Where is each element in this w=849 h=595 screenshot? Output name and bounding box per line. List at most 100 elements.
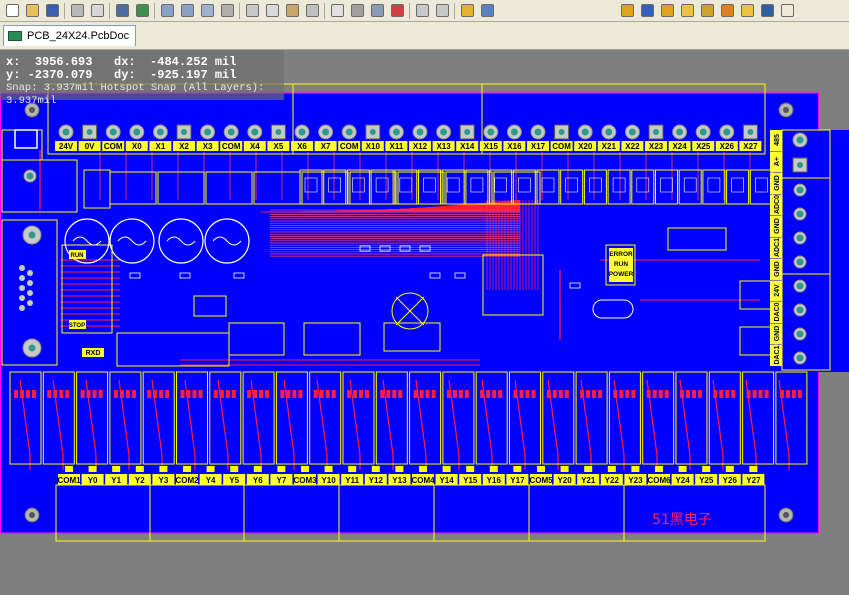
top-terminal-pad-hole bbox=[629, 129, 636, 136]
relay-smd-pad bbox=[698, 390, 702, 398]
place-via-button[interactable] bbox=[677, 1, 697, 21]
interactive-route-button[interactable] bbox=[617, 1, 637, 21]
relay-smd-pad bbox=[286, 390, 290, 398]
x-label: x: bbox=[6, 55, 20, 69]
copy-button[interactable] bbox=[262, 1, 282, 21]
undo-icon bbox=[416, 4, 429, 17]
top-terminal-label: X10 bbox=[366, 142, 381, 151]
browse-component-icon bbox=[481, 4, 494, 17]
db9-pin bbox=[19, 285, 25, 291]
place-string-button[interactable] bbox=[757, 1, 777, 21]
top-terminal-label: X14 bbox=[460, 142, 475, 151]
place-fill-button[interactable] bbox=[737, 1, 757, 21]
browse-component-button[interactable] bbox=[477, 1, 497, 21]
dy-label: dy: bbox=[114, 68, 136, 82]
bottom-terminal-label: Y15 bbox=[463, 476, 478, 485]
top-terminal-label: X16 bbox=[507, 142, 522, 151]
top-terminal-pad-hole bbox=[370, 129, 376, 135]
relay-smd-pad bbox=[99, 390, 103, 398]
bottom-terminal-smd-pad bbox=[702, 466, 710, 472]
relay-smd-pad bbox=[114, 390, 118, 398]
redo-button[interactable] bbox=[432, 1, 452, 21]
relay-smd-pad bbox=[725, 390, 729, 398]
top-terminal-pad-hole bbox=[700, 129, 707, 136]
print-preview-button[interactable] bbox=[87, 1, 107, 21]
place-pad-button[interactable] bbox=[697, 1, 717, 21]
top-terminal-pad-hole bbox=[723, 129, 730, 136]
bottom-terminal-smd-pad bbox=[655, 466, 663, 472]
layers-button[interactable] bbox=[112, 1, 132, 21]
top-terminal-pad-hole bbox=[346, 129, 353, 136]
watermark-text: 51黑电子 bbox=[652, 512, 712, 528]
top-terminal-label: X2 bbox=[179, 142, 189, 151]
top-terminal-label: X6 bbox=[297, 142, 307, 151]
zoom-fit-button[interactable] bbox=[157, 1, 177, 21]
cut-button[interactable] bbox=[242, 1, 262, 21]
document-tab-bar: PCB_24X24.PcbDoc bbox=[0, 22, 849, 50]
top-terminal-label: X11 bbox=[390, 142, 404, 151]
top-terminal-pad-hole bbox=[251, 129, 258, 136]
right-terminal-label: GND bbox=[774, 261, 781, 277]
db9-pin bbox=[19, 265, 25, 271]
pcb-3d-button[interactable] bbox=[132, 1, 152, 21]
undo-button[interactable] bbox=[412, 1, 432, 21]
paste-button[interactable] bbox=[282, 1, 302, 21]
zoom-area-button[interactable] bbox=[177, 1, 197, 21]
select-area-button[interactable] bbox=[327, 1, 347, 21]
rubber-stamp-button[interactable] bbox=[302, 1, 322, 21]
relay-smd-pad bbox=[359, 390, 363, 398]
relay-smd-pad bbox=[326, 390, 330, 398]
db9-mount-pad-hole bbox=[29, 345, 36, 352]
top-terminal-pad-hole bbox=[582, 129, 589, 136]
diff-pair-route-button[interactable] bbox=[637, 1, 657, 21]
right-terminal-pad-hole bbox=[797, 211, 804, 218]
deselect-button[interactable] bbox=[367, 1, 387, 21]
tab-pcb-document[interactable]: PCB_24X24.PcbDoc bbox=[3, 25, 136, 46]
toolbar-separator bbox=[154, 3, 155, 19]
new-button[interactable] bbox=[2, 1, 22, 21]
pcb-document-icon bbox=[8, 31, 22, 41]
dx-label: dx: bbox=[114, 55, 136, 69]
right-terminal-pad-hole bbox=[797, 355, 804, 362]
relay-smd-pad bbox=[713, 390, 717, 398]
new-icon bbox=[6, 4, 19, 17]
bottom-terminal-smd-pad bbox=[726, 466, 734, 472]
relay-smd-pad bbox=[398, 390, 402, 398]
coordinate-readout: x: 3956.693 dx: -484.252 mil y: -2370.07… bbox=[0, 50, 284, 100]
relay-smd-pad bbox=[181, 390, 185, 398]
place-arc-button[interactable] bbox=[717, 1, 737, 21]
bottom-terminal-label: Y5 bbox=[229, 476, 239, 485]
move-button[interactable] bbox=[347, 1, 367, 21]
main-toolbar bbox=[0, 0, 849, 22]
print-button[interactable] bbox=[67, 1, 87, 21]
relay-smd-pad bbox=[247, 390, 251, 398]
toolbar-separator bbox=[239, 3, 240, 19]
crossprobe-button[interactable] bbox=[457, 1, 477, 21]
save-button[interactable] bbox=[42, 1, 62, 21]
zoom-selected-button[interactable] bbox=[197, 1, 217, 21]
relay-smd-pad bbox=[647, 390, 651, 398]
db9-pin bbox=[27, 290, 33, 296]
bottom-terminal-smd-pad bbox=[230, 466, 238, 472]
relay-smd-pad bbox=[786, 390, 790, 398]
toolbar-separator bbox=[109, 3, 110, 19]
relay-smd-pad bbox=[193, 390, 197, 398]
open-folder-button[interactable] bbox=[22, 1, 42, 21]
bottom-terminal-smd-pad bbox=[159, 466, 167, 472]
select-area-icon bbox=[331, 4, 344, 17]
bottom-terminal-label: Y20 bbox=[557, 476, 572, 485]
place-arc-icon bbox=[721, 4, 734, 17]
relay-smd-pad bbox=[432, 390, 436, 398]
multi-route-button[interactable] bbox=[657, 1, 677, 21]
relay-smd-pad bbox=[386, 390, 390, 398]
relay-smd-pad bbox=[598, 390, 602, 398]
top-terminal-pad-hole bbox=[417, 129, 424, 136]
relay-smd-pad bbox=[253, 390, 257, 398]
relay-smd-pad bbox=[692, 390, 696, 398]
zoom-filter-button[interactable] bbox=[217, 1, 237, 21]
relay-smd-pad bbox=[53, 390, 57, 398]
more-button[interactable] bbox=[777, 1, 797, 21]
clear-filter-button[interactable] bbox=[387, 1, 407, 21]
